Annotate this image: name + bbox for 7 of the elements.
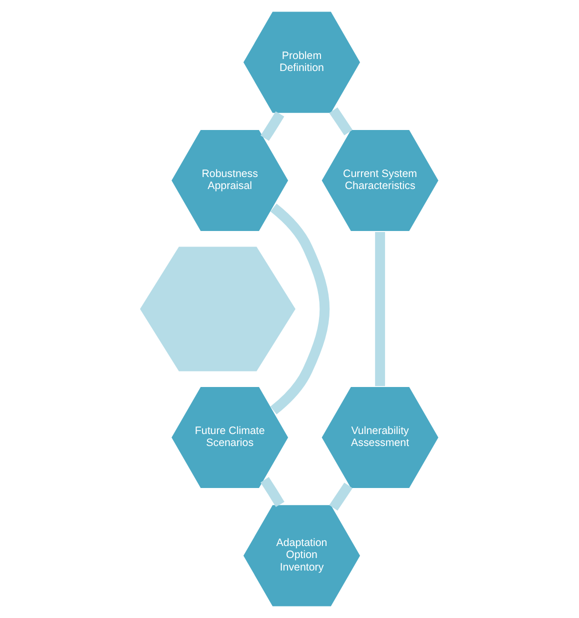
- connector: [374, 232, 385, 386]
- connector: [260, 111, 284, 141]
- node-hexagon: [140, 246, 295, 372]
- connector: [328, 482, 352, 511]
- connector: [270, 204, 330, 414]
- connector: [260, 476, 284, 507]
- connector: [328, 107, 352, 136]
